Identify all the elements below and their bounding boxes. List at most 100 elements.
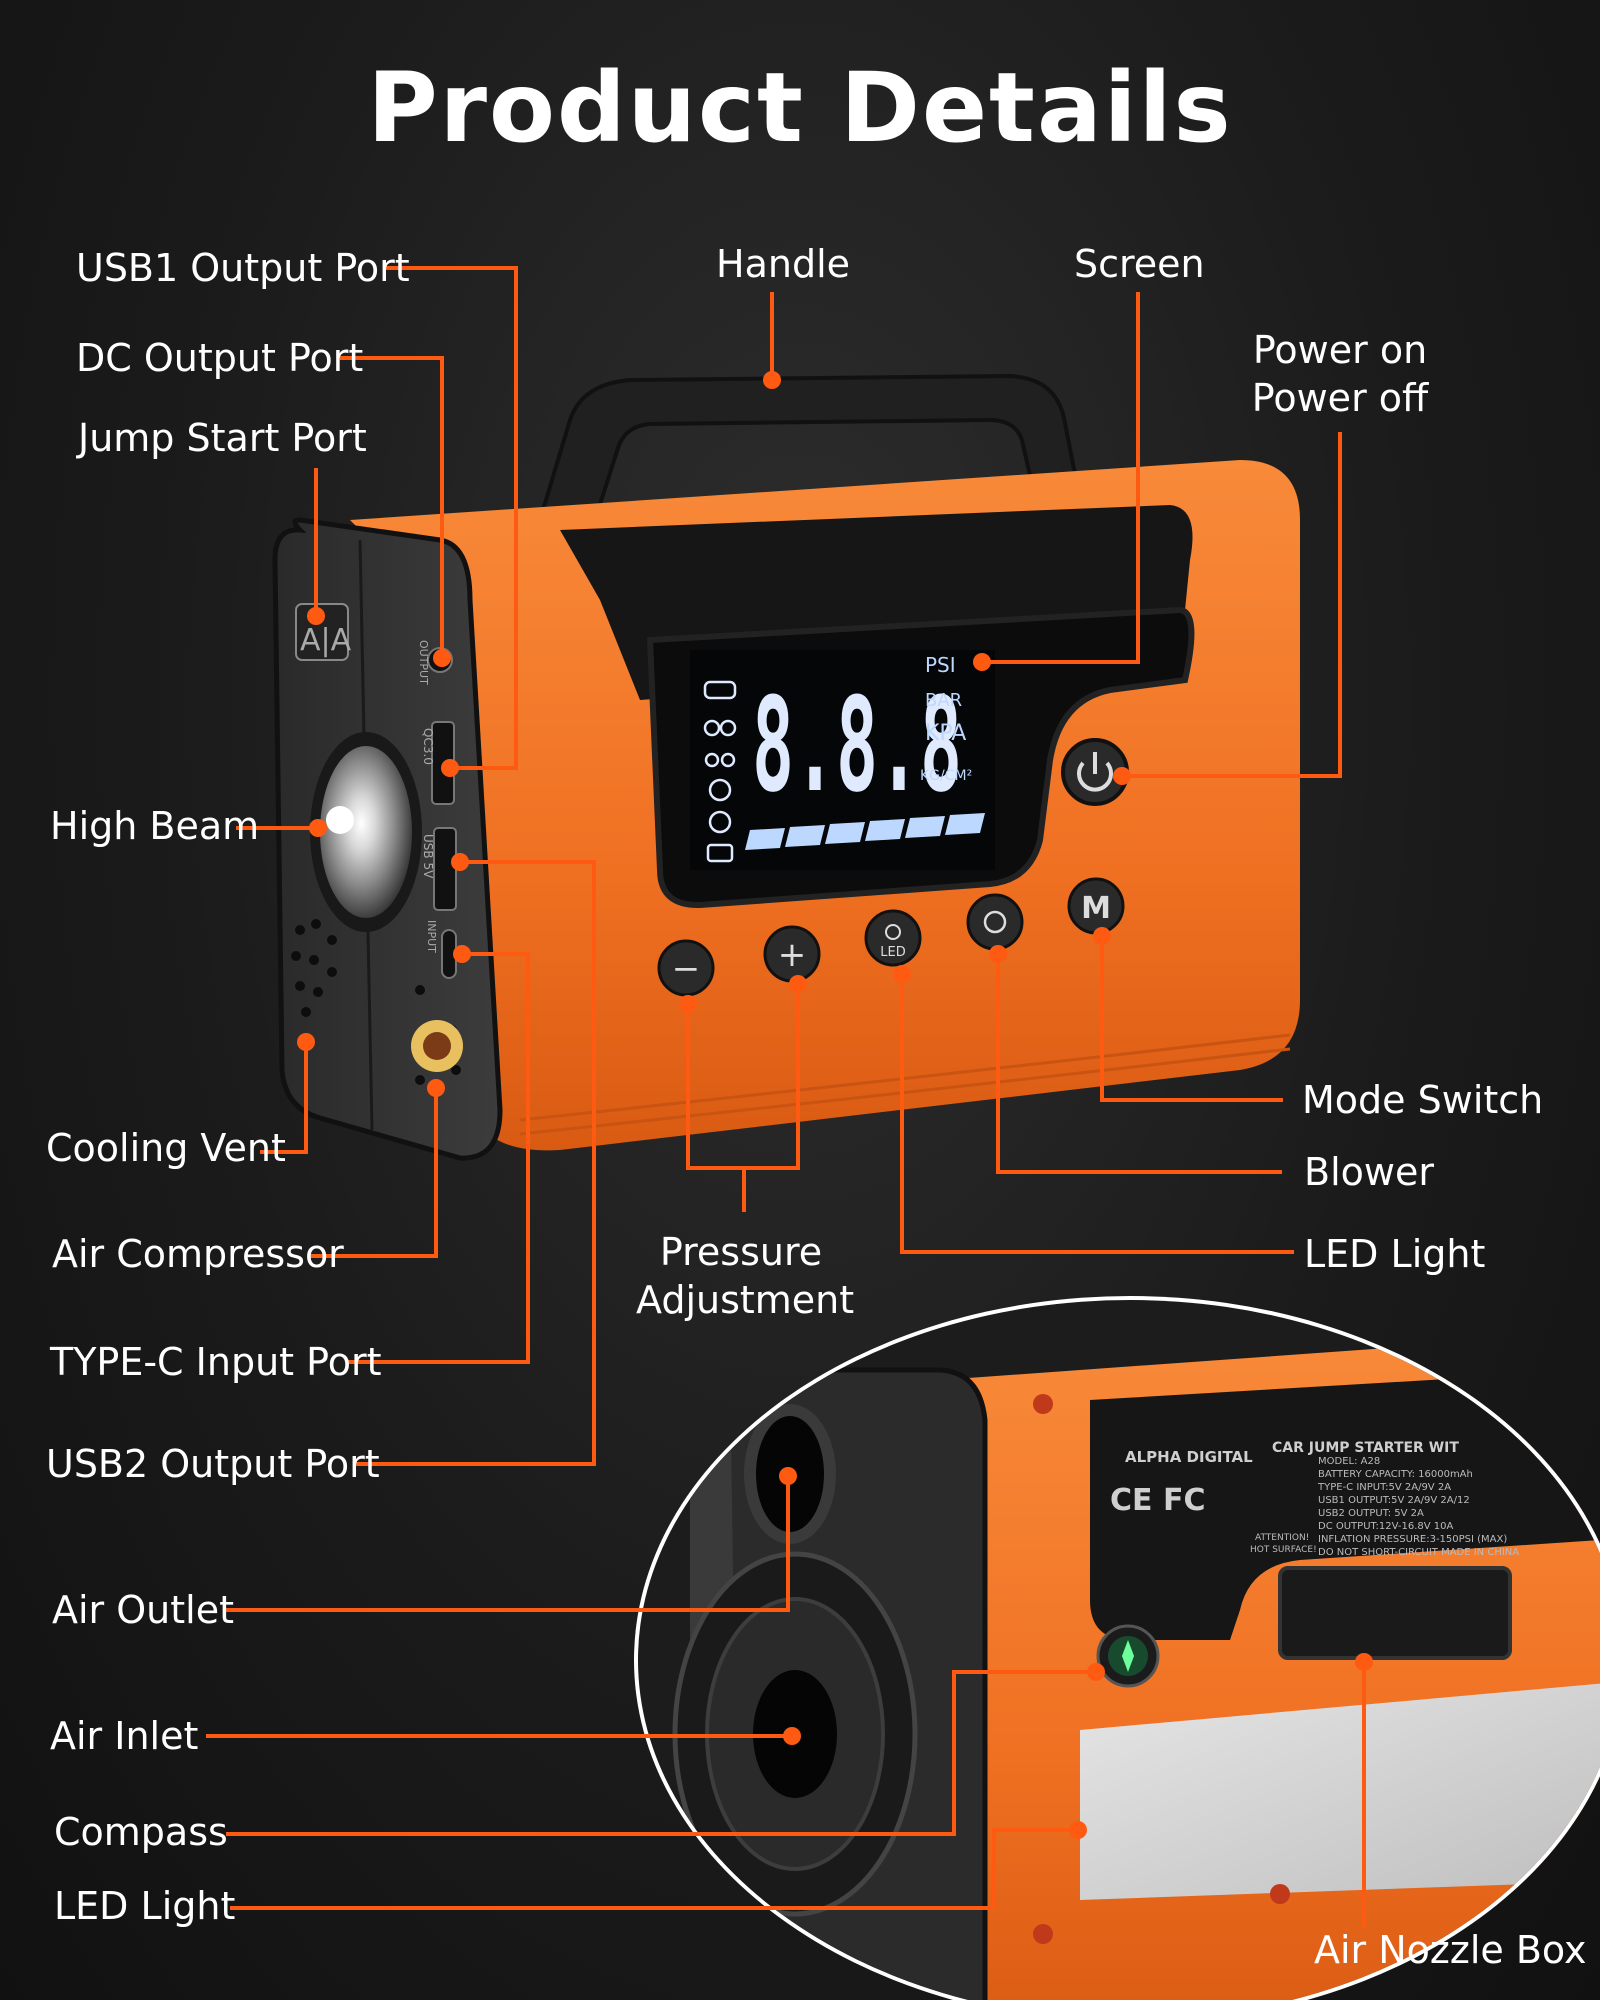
cert-marks: CE FC bbox=[1110, 1483, 1205, 1518]
label-dc-output-port: DC Output Port bbox=[76, 336, 364, 380]
spec-line: INFLATION PRESSURE:3-150PSI (MAX) bbox=[1318, 1534, 1507, 1545]
label-air-nozzle-box: Air Nozzle Box bbox=[1314, 1928, 1587, 1972]
callout-usb2 bbox=[356, 860, 596, 1466]
plus-button[interactable]: + bbox=[763, 925, 821, 983]
label-jump-start-port: Jump Start Port bbox=[78, 416, 367, 460]
callout-dot bbox=[451, 853, 469, 871]
spec-lines: MODEL: A28 BATTERY CAPACITY: 16000mAh TY… bbox=[1317, 1456, 1519, 1558]
callout-air-outlet bbox=[226, 1476, 790, 1612]
air-compressor-port bbox=[411, 1020, 463, 1072]
lcd-unit-psi: PSI bbox=[925, 653, 956, 677]
callout-blower bbox=[996, 954, 1282, 1174]
lcd-digits: 8.8.8 bbox=[752, 669, 962, 821]
callout-dot bbox=[893, 965, 911, 983]
label-power-off: Power off bbox=[1251, 376, 1429, 420]
callout-dot bbox=[441, 759, 459, 777]
callout-lines bbox=[206, 266, 1366, 1928]
spec-line: DO NOT SHORT-CIRCUIT MADE IN CHINA bbox=[1318, 1547, 1519, 1558]
side-usb2-text: USB 5V bbox=[421, 834, 435, 879]
callout-mode bbox=[1100, 936, 1283, 1102]
lcd-screen: 8.8.8 PSI BAR KPA KG/CM² bbox=[690, 650, 995, 870]
label-compass: Compass bbox=[54, 1810, 228, 1854]
compass-needle-icon bbox=[1122, 1640, 1134, 1672]
callout-dot bbox=[779, 1467, 797, 1485]
motorcycle-icon bbox=[703, 719, 721, 737]
spec-line: BATTERY CAPACITY: 16000mAh bbox=[1318, 1469, 1473, 1480]
callout-dot bbox=[309, 819, 327, 837]
side-output-text: OUTPUT bbox=[417, 640, 430, 685]
lcd-unit-kpa: KPA bbox=[925, 721, 966, 746]
callout-dot bbox=[989, 945, 1007, 963]
label-air-inlet: Air Inlet bbox=[50, 1714, 199, 1758]
callout-dot bbox=[297, 1033, 315, 1051]
fan-icon bbox=[983, 910, 1007, 934]
label-usb1-output-port: USB1 Output Port bbox=[76, 246, 410, 290]
callout-dot bbox=[1093, 927, 1111, 945]
basketball-icon bbox=[708, 778, 732, 802]
callout-dot bbox=[973, 653, 991, 671]
label-power: Power on Power off bbox=[1250, 326, 1430, 422]
minus-icon: − bbox=[672, 949, 701, 989]
side-usb1-text: QC3.0 bbox=[421, 728, 435, 765]
handle bbox=[537, 373, 1087, 522]
label-blower: Blower bbox=[1304, 1150, 1434, 1194]
callout-led bbox=[900, 974, 1294, 1254]
label-typec-input-port: TYPE-C Input Port bbox=[50, 1340, 382, 1384]
power-button[interactable] bbox=[1061, 738, 1129, 806]
brand-text: ALPHA DIGITAL bbox=[1125, 1448, 1253, 1466]
callout-dc bbox=[340, 356, 444, 658]
callout-dot bbox=[1087, 1663, 1105, 1681]
spec-line: TYPE-C INPUT:5V 2A/9V 2A bbox=[1317, 1482, 1451, 1493]
callout-dot bbox=[783, 1727, 801, 1745]
mode-button[interactable]: M bbox=[1067, 877, 1125, 935]
label-air-compressor: Air Compressor bbox=[52, 1232, 344, 1276]
spec-line: DC OUTPUT:12V-16.8V 10A bbox=[1318, 1521, 1453, 1532]
jump-start-icon: A|A bbox=[300, 623, 352, 658]
spec-line: USB2 OUTPUT: 5V 2A bbox=[1318, 1508, 1424, 1519]
label-screen: Screen bbox=[1074, 242, 1205, 286]
callout-dot bbox=[1355, 1653, 1373, 1671]
side-ports: OUTPUT QC3.0 USB 5V INPUT bbox=[417, 640, 457, 979]
callout-aircomp bbox=[310, 1088, 438, 1258]
callout-dot bbox=[427, 1079, 445, 1097]
air-nozzle-box bbox=[1278, 1566, 1512, 1660]
callout-compass bbox=[226, 1670, 1096, 1836]
callout-typec bbox=[346, 952, 530, 1364]
label-air-outlet: Air Outlet bbox=[52, 1588, 234, 1632]
power-icon bbox=[1077, 761, 1113, 792]
label-power-on: Power on bbox=[1252, 328, 1428, 372]
callout-dot bbox=[433, 649, 451, 667]
label-mode-switch: Mode Switch bbox=[1302, 1078, 1544, 1122]
lcd-mode-icons bbox=[703, 680, 737, 863]
minus-button[interactable]: − bbox=[657, 939, 715, 997]
callout-dot bbox=[307, 607, 325, 625]
lcd-unit-bar: BAR bbox=[925, 690, 962, 711]
callout-dot bbox=[679, 995, 697, 1013]
label-pressure: Pressure bbox=[659, 1230, 823, 1274]
led-button[interactable]: LED bbox=[864, 909, 922, 967]
callout-dots bbox=[297, 371, 1373, 1839]
plus-icon: + bbox=[778, 935, 807, 975]
label-led-light: LED Light bbox=[1304, 1232, 1486, 1276]
lcd-level-bar bbox=[745, 813, 985, 850]
blower-button[interactable] bbox=[966, 893, 1024, 951]
callout-dot bbox=[763, 371, 781, 389]
label-adjustment: Adjustment bbox=[636, 1278, 855, 1322]
high-beam-lamp bbox=[310, 732, 422, 932]
compass bbox=[1096, 1624, 1160, 1688]
attention-text: ATTENTION! bbox=[1255, 1533, 1309, 1543]
callout-dot bbox=[789, 975, 807, 993]
hot-surface-text: HOT SURFACE! bbox=[1250, 1545, 1317, 1555]
bicycle-icon bbox=[704, 752, 720, 768]
spec-line: MODEL: A28 bbox=[1318, 1456, 1380, 1467]
callout-cooling bbox=[260, 1042, 308, 1154]
label-high-beam: High Beam bbox=[50, 804, 260, 848]
spec-line: USB1 OUTPUT:5V 2A/9V 2A/12 bbox=[1318, 1495, 1470, 1506]
bulb-icon bbox=[885, 924, 901, 940]
label-cooling-vent: Cooling Vent bbox=[46, 1126, 286, 1170]
fan-icon bbox=[708, 810, 732, 834]
tool-icon bbox=[706, 843, 734, 863]
callout-power bbox=[1122, 432, 1342, 778]
label-usb2-output-port: USB2 Output Port bbox=[46, 1442, 380, 1486]
